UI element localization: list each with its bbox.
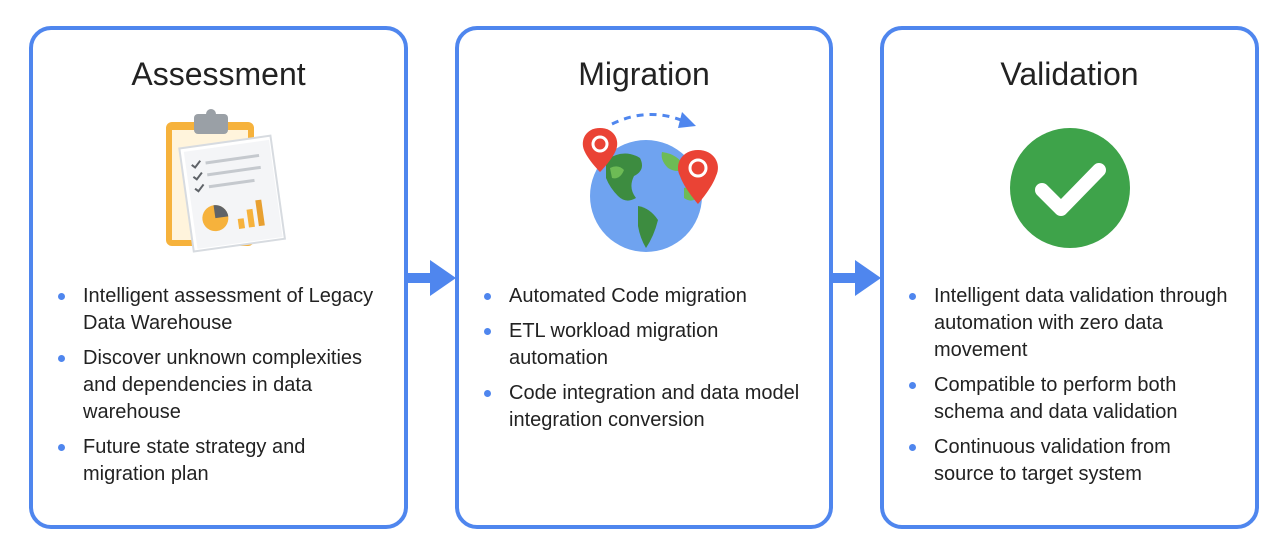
list-item: Automated Code migration <box>484 283 809 310</box>
bullet-icon <box>909 382 916 389</box>
list-item: ETL workload migration automation <box>484 318 809 372</box>
validation-card: Validation Intelligent data validation t… <box>880 26 1259 529</box>
assessment-title: Assessment <box>131 56 306 92</box>
bullet-icon <box>909 444 916 451</box>
validation-title: Validation <box>1000 56 1139 92</box>
list-item: Code integration and data model integrat… <box>484 380 809 434</box>
list-item: Continuous validation from source to tar… <box>909 434 1235 488</box>
list-item: Discover unknown complexities and depend… <box>58 345 384 426</box>
list-item: Compatible to perform both schema and da… <box>909 372 1235 426</box>
validation-bullet-list: Intelligent data validation through auto… <box>909 283 1235 496</box>
migration-card: Migration Automated Code migration ETL w… <box>455 26 833 529</box>
bullet-icon <box>909 293 916 300</box>
bullet-icon <box>484 390 491 397</box>
migration-bullet-list: Automated Code migration ETL workload mi… <box>484 283 809 442</box>
migration-title: Migration <box>578 56 710 92</box>
assessment-bullet-list: Intelligent assessment of Legacy Data Wa… <box>58 283 384 496</box>
bullet-icon <box>58 444 65 451</box>
checkmark-icon <box>884 108 1255 258</box>
bullet-icon <box>484 293 491 300</box>
list-item: Future state strategy and migration plan <box>58 434 384 488</box>
globe-icon <box>459 108 829 258</box>
arrow-right-icon <box>406 260 456 296</box>
list-item: Intelligent data validation through auto… <box>909 283 1235 364</box>
bullet-icon <box>58 355 65 362</box>
bullet-icon <box>58 293 65 300</box>
list-item: Intelligent assessment of Legacy Data Wa… <box>58 283 384 337</box>
assessment-card: Assessment <box>29 26 408 529</box>
clipboard-icon <box>33 108 404 258</box>
bullet-icon <box>484 328 491 335</box>
arrow-right-icon <box>831 260 881 296</box>
